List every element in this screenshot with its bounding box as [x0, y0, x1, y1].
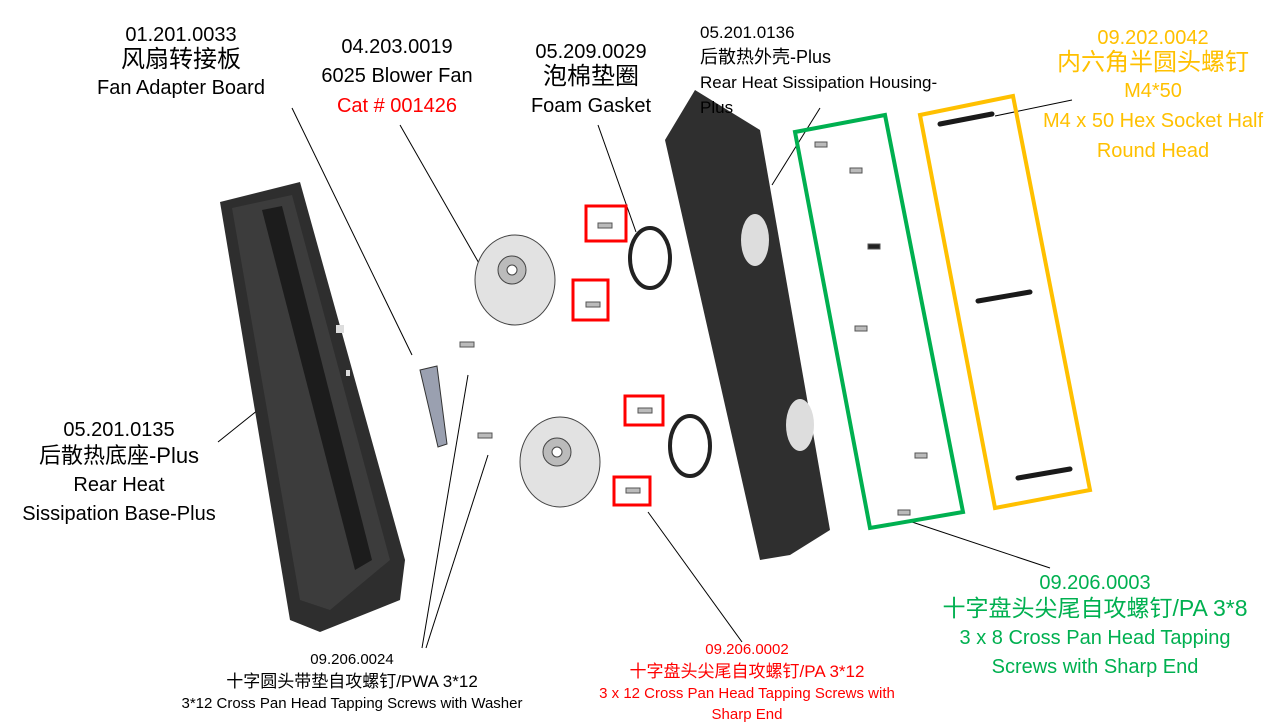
label-housing: 05.201.0136 后散热外壳-Plus Rear Heat Sissipa… [700, 24, 937, 116]
label-foam-gasket: 05.209.0029 泡棉垫圈 Foam Gasket [491, 42, 691, 116]
orange-highlight-box [917, 93, 1093, 511]
part-name-en-cont: Round Head [1096, 140, 1210, 162]
blower-fan-lower [519, 416, 601, 508]
part-code: 09.202.0042 [1097, 27, 1209, 49]
blower-fan-upper [474, 234, 556, 326]
part-name-en: 6025 Blower Fan [321, 65, 473, 87]
part-name-en-cont: Sharp End [711, 706, 783, 723]
part-name-en: 3 x 8 Cross Pan Head Tapping [959, 627, 1231, 649]
catalog-number: Cat # 001426 [336, 95, 458, 117]
part-code: 09.206.0024 [310, 651, 394, 668]
rear-heat-housing-part [665, 90, 830, 560]
part-name-en: Rear Heat [73, 474, 165, 496]
part-code: 05.201.0136 [700, 23, 795, 42]
part-name-en: 3*12 Cross Pan Head Tapping Screws with … [181, 695, 523, 712]
green-highlight-box [792, 112, 966, 531]
part-name-en-cont: Screws with Sharp End [991, 656, 1199, 678]
foam-gasket-lower [668, 414, 712, 478]
part-name-cn: 风扇转接板 [121, 46, 241, 73]
red-highlight-boxes [571, 204, 665, 507]
part-name-en-cont: Sissipation Base-Plus [22, 503, 216, 525]
part-code: 09.206.0002 [705, 641, 789, 658]
part-name-en: M4 x 50 Hex Socket Half [1042, 110, 1264, 132]
label-base: 05.201.0135 后散热底座-Plus Rear Heat Sissipa… [0, 420, 238, 524]
part-name-cn: 后散热外壳-Plus [700, 47, 832, 67]
part-spec: M4*50 [1124, 80, 1182, 102]
label-pa312-screw: 09.206.0002 十字盘头尖尾自攻螺钉/PA 3*12 3 x 12 Cr… [567, 642, 927, 722]
part-name-en: 3 x 12 Cross Pan Head Tapping Screws wit… [599, 685, 895, 702]
part-code: 05.201.0135 [63, 419, 175, 441]
part-code: 01.201.0033 [125, 24, 237, 46]
part-code: 09.206.0003 [1039, 572, 1151, 594]
part-name-cn: 内六角半圆头螺钉 [1057, 49, 1249, 76]
foam-gasket-upper [628, 226, 672, 290]
label-pwa-screw: 09.206.0024 十字圆头带垫自攻螺钉/PWA 3*12 3*12 Cro… [142, 652, 562, 711]
label-pa38-screw: 09.206.0003 十字盘头尖尾自攻螺钉/PA 3*8 3 x 8 Cros… [915, 573, 1275, 677]
label-fan-adapter-board: 01.201.0033 风扇转接板 Fan Adapter Board [81, 25, 281, 98]
part-name-en-cont: Plus [700, 98, 734, 117]
hex-socket-screws [937, 111, 1073, 481]
part-name-cn: 泡棉垫圈 [543, 63, 639, 90]
small-screws [459, 141, 928, 516]
label-blower-fan: 04.203.0019 6025 Blower Fan Cat # 001426 [297, 37, 497, 116]
leader-lines [217, 99, 1073, 649]
label-hex-screw: 09.202.0042 内六角半圆头螺钉 M4*50 M4 x 50 Hex S… [1023, 28, 1281, 161]
rear-heat-base-part [220, 182, 405, 632]
part-name-en: Fan Adapter Board [97, 77, 265, 99]
part-name-cn: 十字盘头尖尾自攻螺钉/PA 3*8 [942, 595, 1248, 621]
part-name-en: Rear Heat Sissipation Housing- [700, 73, 938, 92]
part-name-cn: 后散热底座-Plus [38, 443, 200, 468]
part-name-cn: 十字圆头带垫自攻螺钉/PWA 3*12 [226, 672, 478, 691]
part-name-en: Foam Gasket [530, 95, 652, 117]
part-name-cn: 十字盘头尖尾自攻螺钉/PA 3*12 [629, 662, 865, 681]
fan-adapter-board-part [419, 365, 448, 448]
part-code: 04.203.0019 [341, 36, 453, 58]
part-code: 05.209.0029 [535, 41, 647, 63]
